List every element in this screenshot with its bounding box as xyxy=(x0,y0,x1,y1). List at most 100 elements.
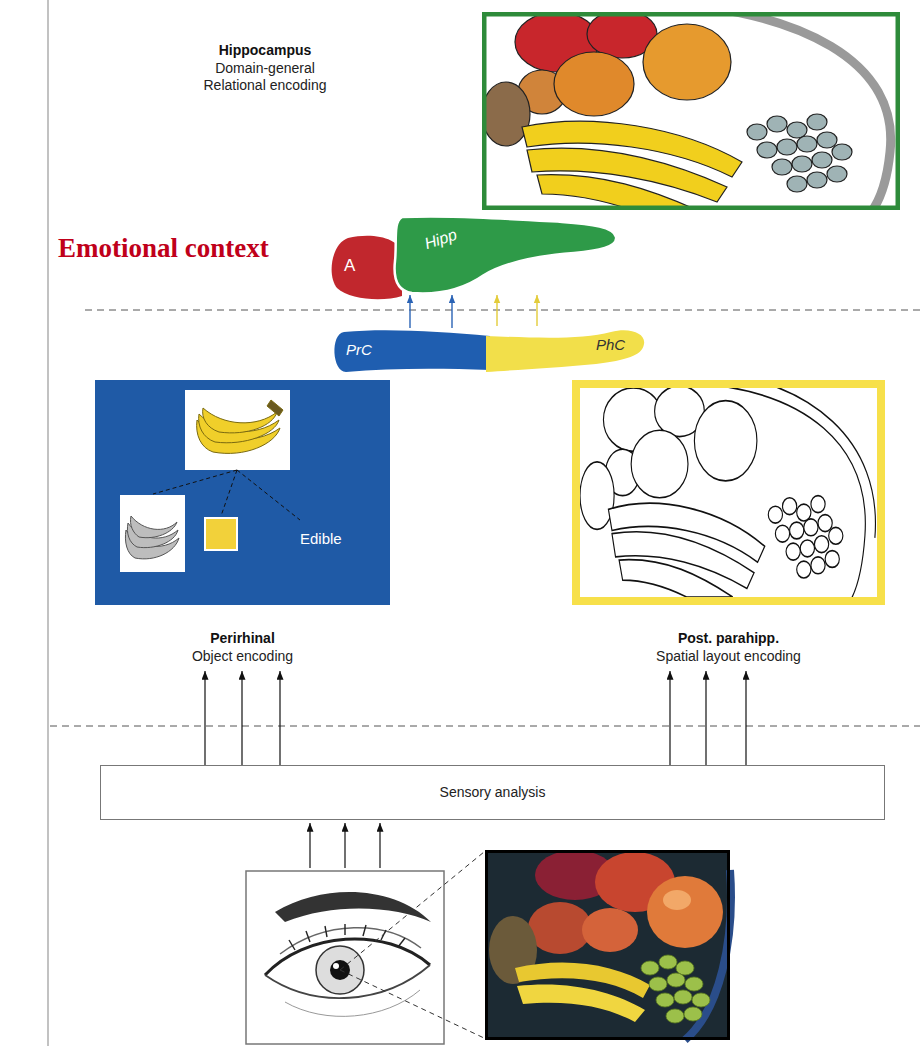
object-panel-part xyxy=(153,470,300,520)
connector-arrow xyxy=(204,671,205,765)
object-panel-node: EdiblePerirhinalObject encoding xyxy=(95,380,390,671)
relational-scene-part xyxy=(482,12,900,210)
layout-panel-part-part-part xyxy=(619,560,733,597)
object-panel-part-part xyxy=(267,400,283,416)
object-panel-part-part xyxy=(221,470,237,516)
hippocampus-shape-outline xyxy=(392,215,618,295)
hippocampus-shape-fill xyxy=(395,216,617,293)
fruit-photo-part xyxy=(663,890,691,910)
connector-arrow xyxy=(705,671,706,765)
layout-panel-part-part-part xyxy=(818,515,832,532)
scene-parts-part-part xyxy=(772,159,792,175)
fruit-photo-part-part xyxy=(684,1007,702,1021)
eye-drawing-part-part xyxy=(306,931,310,942)
fruit-photo-part-part xyxy=(692,993,710,1007)
input-arrows-part xyxy=(379,823,380,868)
relational-scene xyxy=(482,2,900,222)
view-lines xyxy=(340,852,484,1038)
fruit-photo-part-part xyxy=(641,961,659,975)
scene-parts-part xyxy=(554,52,634,116)
layout-panel-part-part-part xyxy=(811,496,825,513)
scene-parts-part-part xyxy=(812,152,832,168)
fruit-photo-part xyxy=(487,852,729,1039)
perirhinal-shape-fill xyxy=(334,330,490,372)
layout-panel-part-part-part xyxy=(694,401,757,481)
region-label: PrC xyxy=(346,341,372,359)
object-panel-part-part xyxy=(203,408,277,433)
fruit-photo-part-part xyxy=(685,977,703,991)
view-lines-part xyxy=(340,970,484,1038)
scene-parts-part-part xyxy=(817,132,837,148)
layout-panel-part-part-part xyxy=(811,557,825,574)
object-panel-part-part xyxy=(153,470,237,494)
level-divider xyxy=(50,726,920,727)
scene-parts xyxy=(482,2,891,222)
fruit-photo-part-part xyxy=(674,990,692,1004)
process-box: Sensory analysis xyxy=(100,765,885,820)
connector-arrow xyxy=(745,671,746,765)
layout-panel-part-part-part xyxy=(768,506,782,523)
eye-drawing-part xyxy=(246,871,444,1044)
object-panel-part-part xyxy=(237,470,300,520)
connector-arrow xyxy=(451,295,452,328)
fruit-photo-part-part xyxy=(667,973,685,987)
object-panel-part xyxy=(205,518,237,550)
amygdala-shape-fill xyxy=(332,236,402,300)
object-panel-part xyxy=(197,400,283,453)
panel-body: Spatial layout encoding xyxy=(572,648,885,665)
layout-panel xyxy=(572,371,885,607)
scene-parts-part-part xyxy=(787,176,807,192)
layout-panel-node: Post. parahipp.Spatial layout encoding xyxy=(572,380,885,671)
page-rule xyxy=(47,0,48,1046)
eye-drawing-part-part xyxy=(344,924,345,935)
fruit-photo-part-part xyxy=(649,977,667,991)
connector-arrow xyxy=(241,671,242,765)
scene-parts-part-part xyxy=(757,142,777,158)
scene-parts-part-part xyxy=(807,172,827,188)
scene-parts-part-part xyxy=(807,114,827,130)
scene-parts-part xyxy=(482,82,530,146)
connector-arrow xyxy=(496,295,497,326)
object-panel-part-part xyxy=(130,516,177,538)
connector-arrow xyxy=(279,671,280,765)
connector-arrow xyxy=(409,295,410,328)
layout-panel-part-part-part xyxy=(814,536,828,553)
object-panel-part xyxy=(125,516,179,559)
scene-parts-part xyxy=(747,114,852,192)
input-arrows-part xyxy=(309,823,310,868)
object-panel-part xyxy=(185,390,290,470)
eye-drawing-part xyxy=(289,924,405,950)
layout-panel-part-part-part xyxy=(790,522,804,539)
layout-panel-part-part-part xyxy=(797,561,811,578)
scene-parts-part-part xyxy=(787,122,807,138)
layout-panel-part-part-part xyxy=(580,462,614,530)
scene-parts-part-part xyxy=(792,156,812,172)
layout-panel-part xyxy=(572,380,885,605)
scene-parts-part-part xyxy=(747,124,767,140)
scene-parts-part-part xyxy=(827,166,847,182)
eye-drawing-part xyxy=(285,990,420,1016)
eye-drawing xyxy=(246,871,444,1044)
perirhinal-shape: PrC xyxy=(330,328,490,374)
level-divider xyxy=(85,310,920,311)
amygdala-shape: A xyxy=(328,232,404,302)
fruit-photo-part xyxy=(582,908,638,952)
fruit-photo xyxy=(485,850,731,1040)
relational-scene-part xyxy=(484,14,898,208)
layout-panel-part-part xyxy=(580,371,875,607)
fruit-photo-part xyxy=(647,876,723,948)
eye-drawing-part xyxy=(333,963,339,969)
eye-drawing-part-part xyxy=(398,938,405,947)
amygdala-shape-outline xyxy=(328,232,404,302)
panel-heading: Perirhinal xyxy=(95,630,390,647)
object-panel-part xyxy=(95,380,390,605)
layout-panel-part xyxy=(580,371,875,607)
hippocampus-shape: Hipp xyxy=(392,215,618,295)
fruit-photo-part xyxy=(517,984,645,1022)
input-arrows-part xyxy=(344,823,345,868)
scene-parts-part-part xyxy=(832,144,852,160)
process-label: Sensory analysis xyxy=(101,784,884,801)
eye-drawing-part-part xyxy=(363,925,366,936)
